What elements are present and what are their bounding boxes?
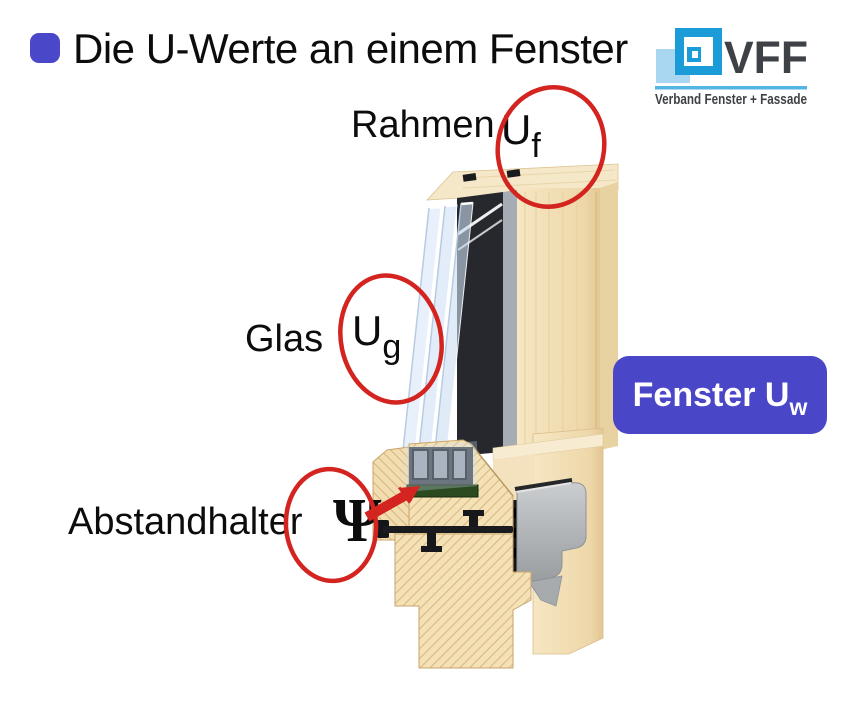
title-bullet-icon: [30, 33, 60, 63]
wood-frame: [426, 163, 619, 450]
window-cross-section-illustration: [372, 163, 619, 669]
vff-logo: VFF Verband Fenster + Fassade: [655, 28, 808, 108]
ug-base: U: [352, 307, 383, 354]
fenster-uw-badge-text: Fenster Uw: [632, 376, 808, 419]
vff-logo-mark: [656, 28, 722, 83]
label-rahmen: Rahmen: [351, 104, 495, 146]
symbol-uf: Uf: [501, 106, 541, 164]
symbol-ug: Ug: [352, 307, 401, 365]
vff-logo-rule: [655, 86, 807, 90]
uf-base: U: [501, 106, 532, 153]
ug-sub: g: [382, 328, 402, 366]
symbol-psi: Ψ: [333, 487, 382, 555]
gaskets: [377, 510, 513, 552]
uw-sub: w: [789, 394, 808, 420]
uw-base: Fenster U: [632, 376, 790, 414]
label-abstandhalter: Abstandhalter: [68, 501, 303, 543]
vff-logo-tagline: Verband Fenster + Fassade: [655, 91, 807, 108]
glazing-rebate: [405, 441, 479, 498]
fenster-uw-badge: Fenster Uw: [613, 356, 827, 434]
label-glas: Glas: [245, 318, 324, 360]
vff-logo-text: VFF: [724, 32, 808, 83]
uf-sub: f: [531, 127, 541, 165]
page-title: Die U-Werte an einem Fenster: [73, 25, 628, 72]
